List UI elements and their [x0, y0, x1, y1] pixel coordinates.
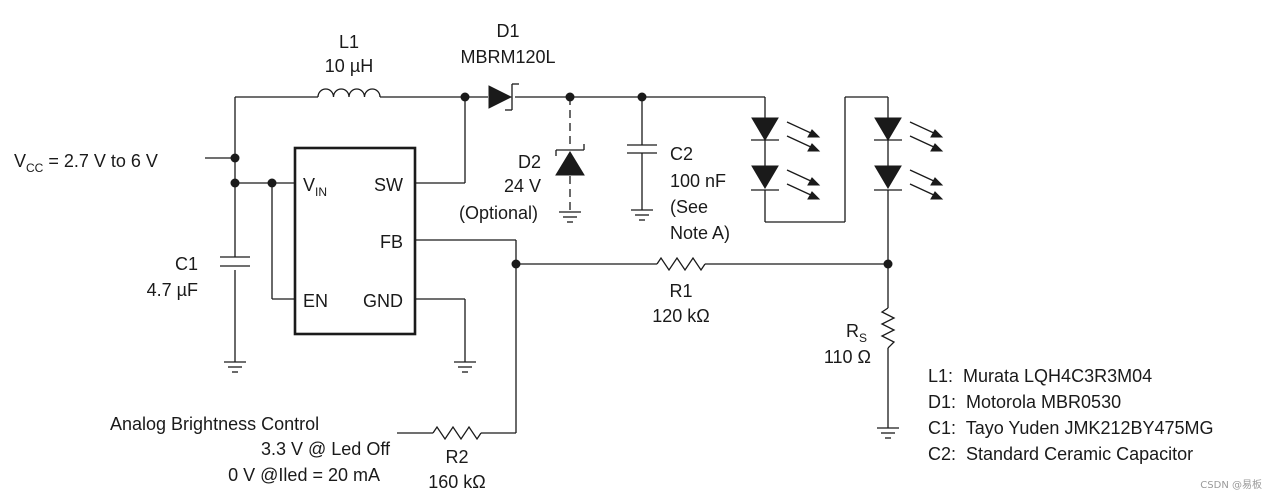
bom-list: L1: Murata LQH4C3R3M04 D1: Motorola MBR0…	[928, 366, 1214, 464]
c1-ref: C1	[175, 254, 198, 274]
d2-note: (Optional)	[459, 203, 538, 223]
d2-ref: D2	[518, 152, 541, 172]
l1-ref: L1	[339, 32, 359, 52]
watermark: CSDN @易板	[1200, 478, 1262, 491]
c2-value: 100 nF	[670, 171, 726, 191]
rs-ref: RS	[846, 321, 867, 345]
led-string-2	[874, 117, 902, 191]
brightness-title: Analog Brightness Control	[110, 414, 319, 434]
resistor-r2	[432, 425, 482, 441]
bom-line-c1: C1: Tayo Yuden JMK212BY475MG	[928, 418, 1214, 438]
pin-gnd: GND	[363, 291, 403, 311]
led-light-arrows	[786, 121, 944, 200]
vcc-label: VCC = 2.7 V to 6 V	[14, 151, 158, 175]
capacitor-c2	[627, 144, 657, 154]
d1-part: MBRM120L	[460, 47, 555, 67]
pin-sw: SW	[374, 175, 403, 195]
capacitor-c1	[220, 256, 250, 270]
led-string-1	[751, 117, 779, 191]
bom-line-d1: D1: Motorola MBR0530	[928, 392, 1121, 412]
pin-en: EN	[303, 291, 328, 311]
junction-dots	[230, 92, 893, 269]
r2-value: 160 kΩ	[428, 472, 486, 492]
inductor-l1	[317, 88, 381, 98]
diode-d1	[488, 83, 519, 111]
rs-value: 110 Ω	[824, 347, 871, 367]
d2-value: 24 V	[504, 176, 541, 196]
c2-ref: C2	[670, 144, 693, 164]
ground-symbols	[224, 209, 899, 439]
brightness-led-off: 3.3 V @ Led Off	[261, 439, 391, 459]
pin-fb: FB	[380, 232, 403, 252]
r1-ref: R1	[669, 281, 692, 301]
r1-value: 120 kΩ	[652, 306, 710, 326]
c2-note-2: Note A)	[670, 223, 730, 243]
bom-line-c2: C2: Standard Ceramic Capacitor	[928, 444, 1193, 464]
resistor-rs	[880, 307, 896, 349]
l1-value: 10 µH	[325, 56, 373, 76]
d1-ref: D1	[496, 21, 519, 41]
bom-line-l1: L1: Murata LQH4C3R3M04	[928, 366, 1152, 386]
c2-note-1: (See	[670, 197, 708, 217]
brightness-led-on: 0 V @Iled = 20 mA	[228, 465, 380, 485]
resistor-r1	[656, 256, 706, 272]
zener-diode-d2	[555, 144, 585, 176]
c1-value: 4.7 µF	[147, 280, 198, 300]
converter-ic	[293, 146, 417, 336]
pin-vin: VIN	[303, 175, 327, 199]
r2-ref: R2	[445, 447, 468, 467]
